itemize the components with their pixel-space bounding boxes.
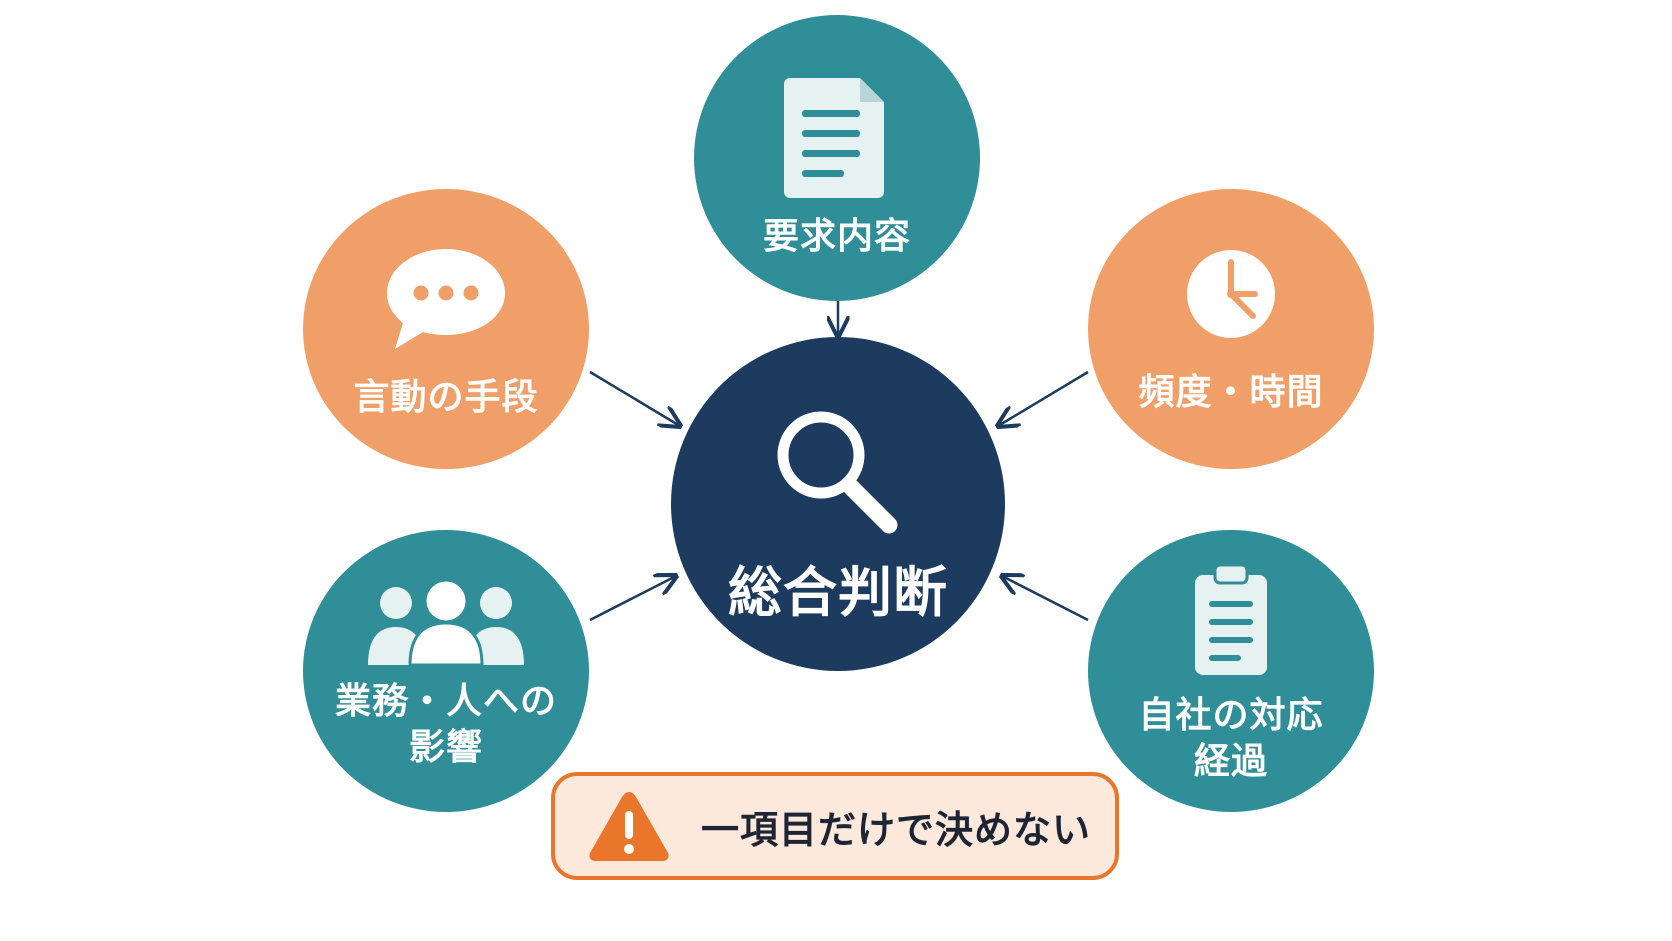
arrow-frequency [998, 370, 1089, 426]
warning-icon [589, 792, 669, 861]
factor-frequency: 頻度・時間 [1088, 189, 1374, 469]
arrow-means [589, 370, 680, 426]
center-judgment: 総合判断 [671, 337, 1005, 671]
arrow-response [1002, 576, 1089, 622]
clipboard-icon [1195, 563, 1267, 675]
document-icon [784, 78, 884, 198]
factor-impact-label: 業務・人への 影響 [335, 679, 557, 771]
factor-means-label: 言動の手段 [353, 377, 539, 418]
warning-banner: 一項目だけで決めない [551, 772, 1119, 880]
search-icon [777, 411, 898, 534]
factor-response-label: 自社の対応 経過 [1138, 693, 1323, 785]
clock-icon [1187, 250, 1275, 338]
factor-request-label: 要求内容 [762, 216, 911, 257]
people-icon [368, 581, 524, 665]
arrow-impact [589, 576, 676, 622]
factor-frequency-label: 頻度・時間 [1138, 372, 1324, 413]
factor-response-label-line1: 自社の対応 [1138, 695, 1324, 736]
factor-impact-label-line1: 業務・人への [334, 681, 557, 722]
factor-impact: 業務・人への 影響 [303, 530, 589, 812]
factor-impact-label-line2: 影響 [408, 727, 483, 768]
factor-means: 言動の手段 [303, 189, 589, 469]
factor-response: 自社の対応 経過 [1088, 530, 1374, 812]
factor-request: 要求内容 [694, 15, 980, 301]
warning-text: 一項目だけで決めない [701, 807, 1092, 852]
center-judgment-label: 総合判断 [728, 561, 948, 624]
factor-response-label-line2: 経過 [1193, 741, 1268, 782]
speech-bubble-icon [387, 249, 505, 349]
